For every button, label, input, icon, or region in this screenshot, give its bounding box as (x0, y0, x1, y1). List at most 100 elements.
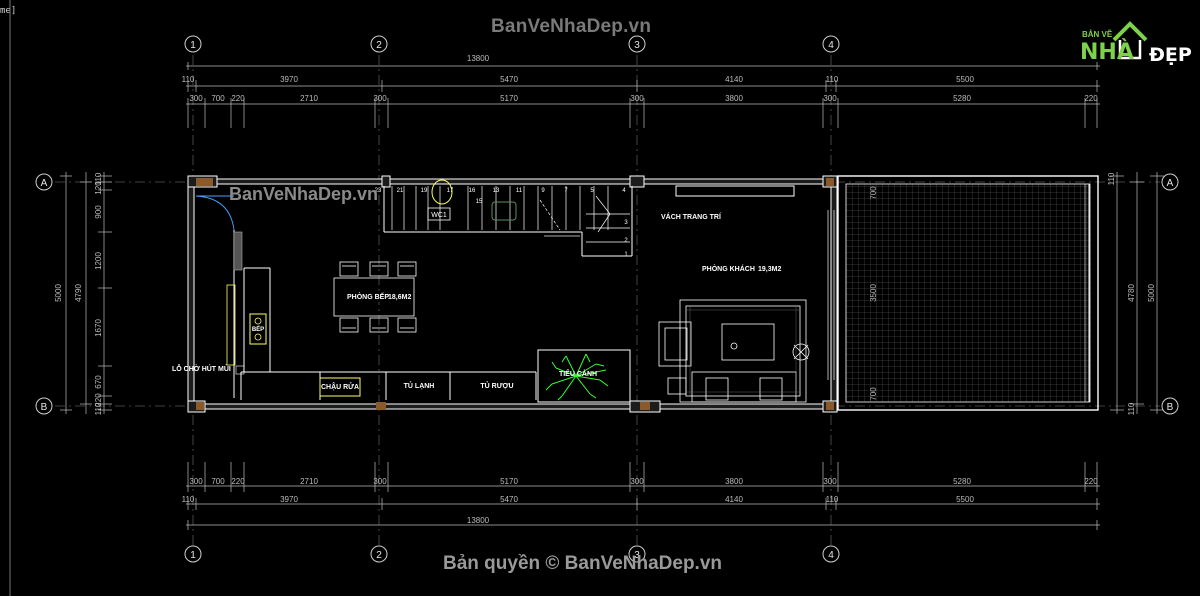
house-roof-icon (1112, 21, 1148, 60)
step-16: 16 (469, 188, 476, 194)
dim-left-p0: 110 (94, 172, 103, 185)
grid-bubbles (35, 35, 1179, 563)
dim-right-inner: 4780 (1127, 284, 1136, 302)
bottom-dimension-text: 300 700 220 2710 300 5170 300 3800 300 5… (182, 477, 1099, 525)
drawing-tab-label[interactable]: me] (0, 6, 17, 16)
dim-right-p0: 110 (1107, 172, 1116, 185)
kitchen-name: PHÒNG BẾP (347, 291, 389, 301)
dim-left-p5: 670 (94, 375, 103, 389)
dim-r2-0: 300 (189, 94, 203, 103)
step-21: 21 (397, 188, 404, 194)
living-area: 19,3M2 (758, 266, 781, 273)
walls (187, 175, 838, 413)
dining-set (333, 261, 417, 333)
axis-a-left: A (41, 178, 48, 189)
dim-b2-6: 300 (630, 477, 644, 486)
dim-r2-10: 220 (1084, 94, 1098, 103)
grid-bubble-labels: 1 2 3 4 1 2 3 4 A B A B (41, 40, 1174, 561)
top-dimension-lines (186, 62, 1100, 128)
dim-r1-3: 4140 (725, 75, 743, 84)
dim-b1-2: 5470 (500, 495, 518, 504)
watermark-middle: BanVeNhaDep.vn (229, 184, 379, 204)
dim-b1-1: 3970 (280, 495, 298, 504)
dim-r1-4: 110 (826, 75, 839, 84)
dim-r2-1: 700 (211, 94, 225, 103)
sliding-door (827, 210, 835, 380)
logo-small-text: BẢN VẼ (1082, 30, 1113, 39)
living-name: PHÒNG KHÁCH (702, 264, 755, 273)
stair-step-numbers: 23 21 19 17 16 15 13 11 9 7 5 4 3 2 1 (375, 188, 629, 258)
dim-r2-2: 220 (231, 94, 245, 103)
wine-cabinet-label: TỦ RƯỢU (480, 381, 513, 390)
kitchen-label-box (343, 291, 413, 302)
step-11: 11 (516, 188, 523, 194)
hood-outline (226, 284, 236, 366)
stair (391, 186, 630, 243)
dim-r1-5: 5500 (956, 75, 974, 84)
dim-left-p2: 900 (94, 205, 103, 219)
dim-left-p3: 1200 (94, 252, 103, 270)
dim-b2-3: 2710 (300, 477, 318, 486)
garden: TIỂU CẢNH (537, 349, 631, 403)
dim-left-overall: 5000 (54, 284, 63, 302)
dim-r2-4: 300 (373, 94, 387, 103)
dim-b1-3: 4140 (725, 495, 743, 504)
axis-2-bottom: 2 (376, 550, 382, 561)
wc-label: WC1 (431, 212, 447, 219)
step-5: 5 (590, 188, 594, 194)
step-3: 3 (624, 220, 628, 226)
wall-stub (233, 231, 243, 271)
logo-accent-text: ĐẸP (1149, 44, 1192, 66)
dim-left-p4: 1670 (94, 319, 103, 337)
step-23: 23 (375, 188, 382, 194)
dim-overall-bottom: 13800 (467, 516, 490, 525)
dim-b1-4: 110 (826, 495, 839, 504)
watermark-bottom: Bản quyền © BanVeNhaDep.vn (443, 553, 723, 574)
dim-left-p7: 110 (94, 402, 103, 415)
axis-4-top: 4 (828, 40, 834, 51)
sink-label: CHẬU RỬA (321, 382, 359, 391)
dim-r2-3: 2710 (300, 94, 318, 103)
dim-right-overall: 5000 (1147, 284, 1156, 302)
bottom-dimension-lines (186, 462, 1100, 530)
sink-outline (319, 377, 361, 397)
dim-r1-2: 5470 (500, 75, 518, 84)
axis-2-top: 2 (376, 40, 382, 51)
brand-logo: BẢN VẼ NHÀ ĐẸP (1076, 10, 1196, 68)
garden-label: TIỂU CẢNH (559, 369, 597, 378)
step-1: 1 (624, 252, 628, 258)
dim-b2-10: 220 (1084, 477, 1098, 486)
dim-b2-5: 5170 (500, 477, 518, 486)
wc-area: WC1 (427, 179, 517, 221)
step-15: 15 (476, 199, 483, 205)
partition-label: VÁCH TRANG TRÍ (661, 212, 722, 221)
dim-r2-9: 5280 (953, 94, 971, 103)
dim-r2-7: 3800 (725, 94, 743, 103)
top-dimension-text: 13800 110 3970 5470 4140 110 5500 300 70… (182, 54, 1099, 103)
dim-left-p1: 120 (94, 181, 103, 195)
watermark-top: BanVeNhaDep.vn (491, 16, 652, 37)
axis-1-top: 1 (190, 40, 196, 51)
dim-r2-6: 300 (630, 94, 644, 103)
dim-b2-1: 700 (211, 477, 225, 486)
step-19: 19 (421, 188, 428, 194)
dim-left-inner: 4790 (74, 284, 83, 302)
dim-r1-1: 3970 (280, 75, 298, 84)
step-2: 2 (624, 238, 628, 244)
axis-4-bottom: 4 (828, 550, 834, 561)
step-13: 13 (493, 188, 500, 194)
fridge-label: TỦ LẠNH (404, 381, 435, 390)
dim-b2-8: 300 (823, 477, 837, 486)
axis-1-bottom: 1 (190, 550, 196, 561)
dim-right-p4: 110 (1127, 402, 1136, 415)
kitchen-area: 18,6M2 (388, 294, 411, 301)
axis-3-top: 3 (634, 40, 640, 51)
dim-b1-5: 5500 (956, 495, 974, 504)
step-7: 7 (564, 188, 568, 194)
dim-r2-8: 300 (823, 94, 837, 103)
logo-main-text: NHÀ (1080, 40, 1134, 65)
axis-b-right: B (1167, 402, 1174, 413)
hood-label: LỖ CHỜ HÚT MÙI (172, 364, 231, 373)
dim-left-p6: 220 (94, 393, 103, 407)
